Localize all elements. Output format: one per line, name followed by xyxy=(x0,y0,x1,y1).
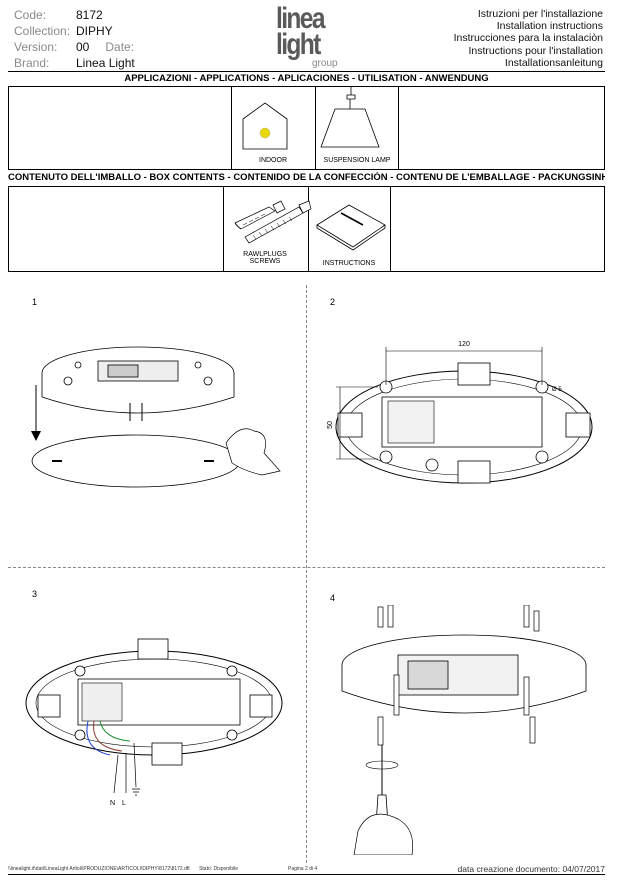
logo-line-group: group xyxy=(312,58,338,69)
indoor-label: INDOOR xyxy=(259,157,287,164)
footer-rule xyxy=(8,874,605,875)
wire-neutral-label: N xyxy=(110,800,115,807)
applications-divider xyxy=(315,87,316,169)
indoor-icon xyxy=(242,87,380,150)
step-2-number: 2 xyxy=(330,297,336,307)
instructions-de: Installationsanleitung xyxy=(504,56,603,69)
applications-cells xyxy=(231,87,399,169)
meta-collection-label: Collection: xyxy=(14,24,71,38)
footer-file-path: \\linealight.it\dati\LineaLight Artioli\… xyxy=(8,866,238,872)
instructions-en: Installation instructions xyxy=(496,20,603,33)
suspension-label: SUSPENSION LAMP xyxy=(323,157,391,164)
meta-code-label: Code: xyxy=(14,8,47,22)
meta-date-label: Date: xyxy=(105,40,135,54)
contents-divider xyxy=(308,187,309,271)
contents-cells xyxy=(223,187,391,271)
dimension-hole-label: Ø 5 xyxy=(552,387,562,393)
meta-brand-value: Linea Light xyxy=(76,56,135,70)
dimension-height-label: 50 xyxy=(327,421,334,429)
contents-title: CONTENUTO DELL'IMBALLO - BOX CONTENTS - … xyxy=(8,172,605,183)
applications-box: INDOOR SUSPENSION LAMP xyxy=(8,86,605,170)
steps-v-divider xyxy=(306,285,307,863)
step-1-number: 1 xyxy=(32,297,38,307)
document-meta: Code: 8172 Collection: DIPHY Version: 00… xyxy=(14,8,214,72)
meta-code-value: 8172 xyxy=(76,8,103,22)
meta-version-value: 00 xyxy=(76,40,90,54)
instructions-es: Instrucciones para la instalaciòn xyxy=(453,32,603,45)
step-2-illustration: 120 50 Ø 5 xyxy=(327,341,593,484)
logo-line-linea: linea xyxy=(276,2,326,35)
header-rule xyxy=(8,71,605,72)
wire-live-label: L xyxy=(122,800,126,807)
instructions-booklet-icon xyxy=(316,204,386,251)
instructions-label: INSTRUCTIONS xyxy=(322,260,376,267)
meta-version-label: Version: xyxy=(14,40,58,54)
footer-path-text: \\linealight.it\dati\LineaLight Artioli\… xyxy=(8,866,190,872)
step-4-number: 4 xyxy=(330,593,336,603)
instructions-languages: Istruzioni per l'installazione Installat… xyxy=(454,8,603,69)
meta-brand-label: Brand: xyxy=(14,56,50,70)
installation-steps: 1 2 3 4 xyxy=(8,285,605,863)
meta-brand-row: Brand: Linea Light xyxy=(14,56,214,72)
step-3-number: 3 xyxy=(32,589,38,599)
instructions-it: Istruzioni per l'installazione xyxy=(477,8,603,20)
applications-title: APPLICAZIONI - APPLICATIONS - APLICACION… xyxy=(124,73,489,84)
rawlplug-screw-icon xyxy=(234,200,312,244)
footer-status-text: Stato: Disponibile xyxy=(199,866,238,872)
instructions-fr: Instructions pour l'installation xyxy=(468,44,604,57)
contents-box: RAWLPLUGS SCREWS INSTRUCTIONS xyxy=(8,186,605,272)
step-4-illustration xyxy=(341,605,587,855)
step-1-illustration xyxy=(31,346,281,488)
meta-collection-value: DIPHY xyxy=(76,24,113,38)
meta-collection-row: Collection: DIPHY xyxy=(14,24,214,40)
dimension-width-label: 120 xyxy=(458,341,470,348)
footer-creation-date: data creazione documento: 04/07/2017 xyxy=(457,864,605,874)
meta-version-row: Version: 00 Date: xyxy=(14,40,214,56)
linea-light-logo: linea light group xyxy=(276,2,356,72)
rawlplugs-label: RAWLPLUGS xyxy=(243,251,287,258)
footer-page: Pagina 2 di 4 xyxy=(288,866,318,872)
screws-label: SCREWS xyxy=(249,258,281,265)
logo-line-light: light xyxy=(276,28,321,61)
step-3-illustration: N L xyxy=(25,638,283,807)
meta-code-row: Code: 8172 xyxy=(14,8,214,24)
